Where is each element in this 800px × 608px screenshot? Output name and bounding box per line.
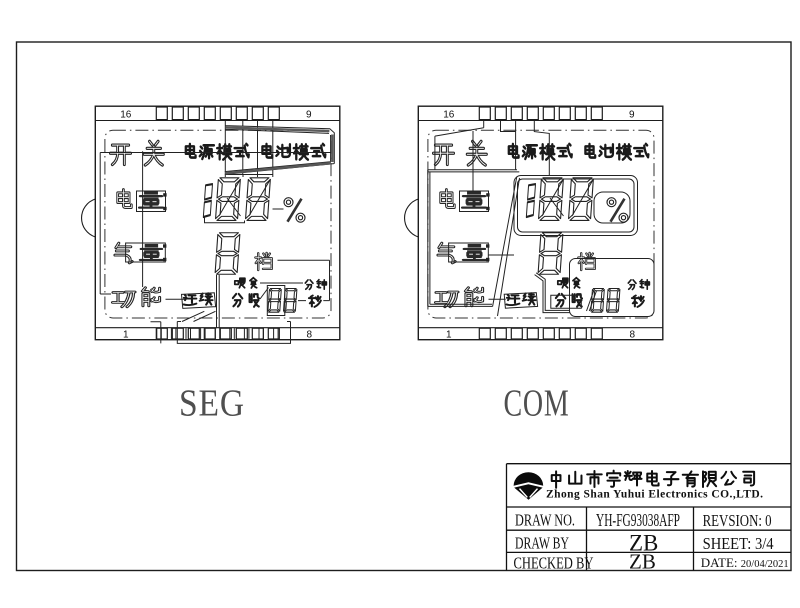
svg-text:ZB: ZB <box>629 549 656 573</box>
svg-text:DATE: 20/04/2021: DATE: 20/04/2021 <box>701 555 789 570</box>
svg-text:DRAW NO.: DRAW NO. <box>515 511 575 530</box>
svg-text:1: 1 <box>446 330 452 341</box>
svg-text:8: 8 <box>630 330 636 341</box>
svg-text:16: 16 <box>120 110 132 121</box>
svg-text:CHECKED BY: CHECKED BY <box>514 553 594 572</box>
svg-text:8: 8 <box>307 330 313 341</box>
svg-text:ZB: ZB <box>629 531 658 556</box>
svg-text:SEG: SEG <box>179 383 245 425</box>
svg-text:Zhong Shan Yuhui Electronics C: Zhong Shan Yuhui Electronics CO.,LTD. <box>546 489 763 501</box>
svg-text:9: 9 <box>629 110 635 121</box>
svg-text:1: 1 <box>123 330 129 341</box>
svg-text:9: 9 <box>306 110 312 121</box>
svg-text:16: 16 <box>443 110 455 121</box>
svg-text:REVSION: 0: REVSION: 0 <box>703 511 772 530</box>
svg-text:SHEET: 3/4: SHEET: 3/4 <box>703 534 774 553</box>
svg-text:YH-FG93038AFP: YH-FG93038AFP <box>596 510 680 530</box>
svg-text:COM: COM <box>504 383 570 425</box>
svg-text:DRAW BY: DRAW BY <box>515 534 569 553</box>
